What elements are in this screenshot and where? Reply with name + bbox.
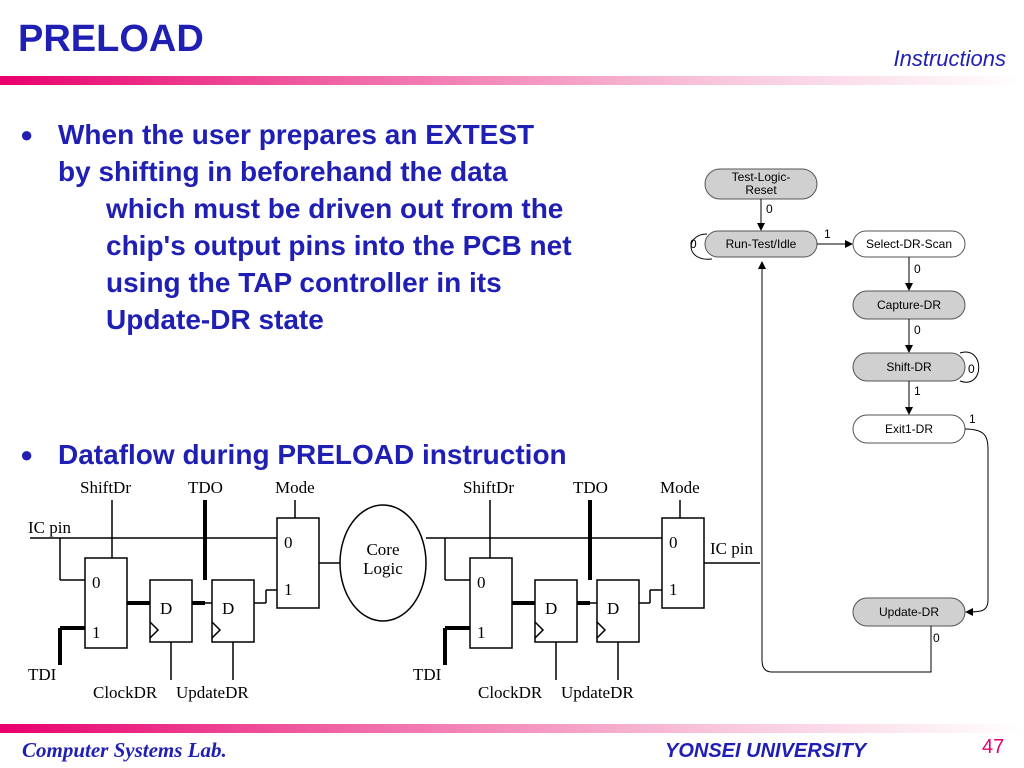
bullet-1-line-5: using the TAP controller in its (106, 267, 502, 298)
edge-label-cap-shift: 0 (914, 323, 921, 337)
edge-label-rti-loop: 0 (690, 237, 697, 251)
label-ic-pin-left: IC pin (28, 518, 71, 537)
label-mode-mux-right-1: 1 (669, 580, 678, 599)
label-shiftdr-right: ShiftDr (463, 478, 514, 497)
bullet-dot-icon: ● (20, 122, 34, 147)
label-tdi-left: TDI (28, 665, 57, 684)
bullet-dot-icon: ● (20, 442, 34, 467)
bullet-1-line-1: When the user prepares an EXTEST (58, 119, 535, 150)
state-update-label: Update-DR (879, 605, 939, 619)
state-exit-label: Exit1-DR (885, 422, 933, 436)
label-mode-mux-right-0: 0 (669, 533, 678, 552)
edge-update-to-rti (758, 261, 932, 673)
state-cap-label: Capture-DR (877, 298, 941, 312)
bullet-dataflow: ● Dataflow during PRELOAD instruction (20, 436, 698, 473)
label-tdo-left: TDO (188, 478, 223, 497)
edge-label-tlr: 0 (766, 202, 773, 216)
label-mode-mux-left-0: 0 (284, 533, 293, 552)
label-d-right-1: D (545, 599, 557, 618)
bullet-1-line-4: chip's output pins into the PCB net (106, 230, 572, 261)
bullet-1-line-3: which must be driven out from the (106, 193, 564, 224)
label-core: Core (366, 540, 399, 559)
edge-label-exit-update: 1 (969, 412, 976, 426)
label-tdi-right: TDI (413, 665, 442, 684)
bullet-1-line-6: Update-DR state (106, 304, 324, 335)
label-mux-right-0: 0 (477, 573, 486, 592)
slide-title: PRELOAD (18, 18, 204, 60)
label-updatedr-left: UpdateDR (176, 683, 249, 702)
bullet-2-text: Dataflow during PRELOAD instruction (58, 439, 567, 470)
label-mux-right-1: 1 (477, 623, 486, 642)
edge-label-update-out: 0 (933, 631, 940, 645)
label-d-left-2: D (222, 599, 234, 618)
footer-lab-name: Computer Systems Lab. (22, 738, 227, 762)
label-mode-right: Mode (660, 478, 700, 497)
label-ic-pin-right: IC pin (710, 539, 753, 558)
label-tdo-right: TDO (573, 478, 608, 497)
edge-rti-self-loop (690, 233, 713, 260)
page-number: 47 (982, 736, 1005, 758)
label-clockdr-left: ClockDR (93, 683, 158, 702)
label-shiftdr-left: ShiftDr (80, 478, 131, 497)
footer-university: YONSEI UNIVERSITY (665, 740, 867, 762)
state-rti-label: Run-Test/Idle (726, 237, 797, 251)
label-mode-left: Mode (275, 478, 315, 497)
label-mode-mux-left-1: 1 (284, 580, 293, 599)
edge-exit-to-update (964, 428, 989, 616)
header-divider (0, 76, 1024, 85)
label-d-left-1: D (160, 599, 172, 618)
state-sel-label: Select-DR-Scan (866, 237, 952, 251)
state-update-dr (852, 597, 966, 627)
edge-label-sel-cap: 0 (914, 262, 921, 276)
edge-label-rti-sel: 1 (824, 227, 831, 241)
footer-divider (0, 724, 1024, 733)
label-mux-left-1: 1 (92, 623, 101, 642)
edge-label-shift-exit: 1 (914, 384, 921, 398)
label-updatedr-right: UpdateDR (561, 683, 634, 702)
label-logic: Logic (363, 559, 403, 578)
state-tlr-label-1: Test-Logic- (732, 170, 791, 184)
label-clockdr-right: ClockDR (478, 683, 543, 702)
label-mux-left-0: 0 (92, 573, 101, 592)
section-label: Instructions (893, 46, 1007, 71)
state-tlr-label-2: Reset (745, 183, 777, 197)
state-shift-label: Shift-DR (886, 360, 932, 374)
bullet-1-line-2: by shifting in beforehand the data (58, 156, 508, 187)
edge-label-shift-loop: 0 (968, 362, 975, 376)
edge-shift-self-loop (959, 351, 980, 383)
label-d-right-2: D (607, 599, 619, 618)
bullet-preload-description: ● When the user prepares an EXTEST by sh… (20, 116, 678, 338)
